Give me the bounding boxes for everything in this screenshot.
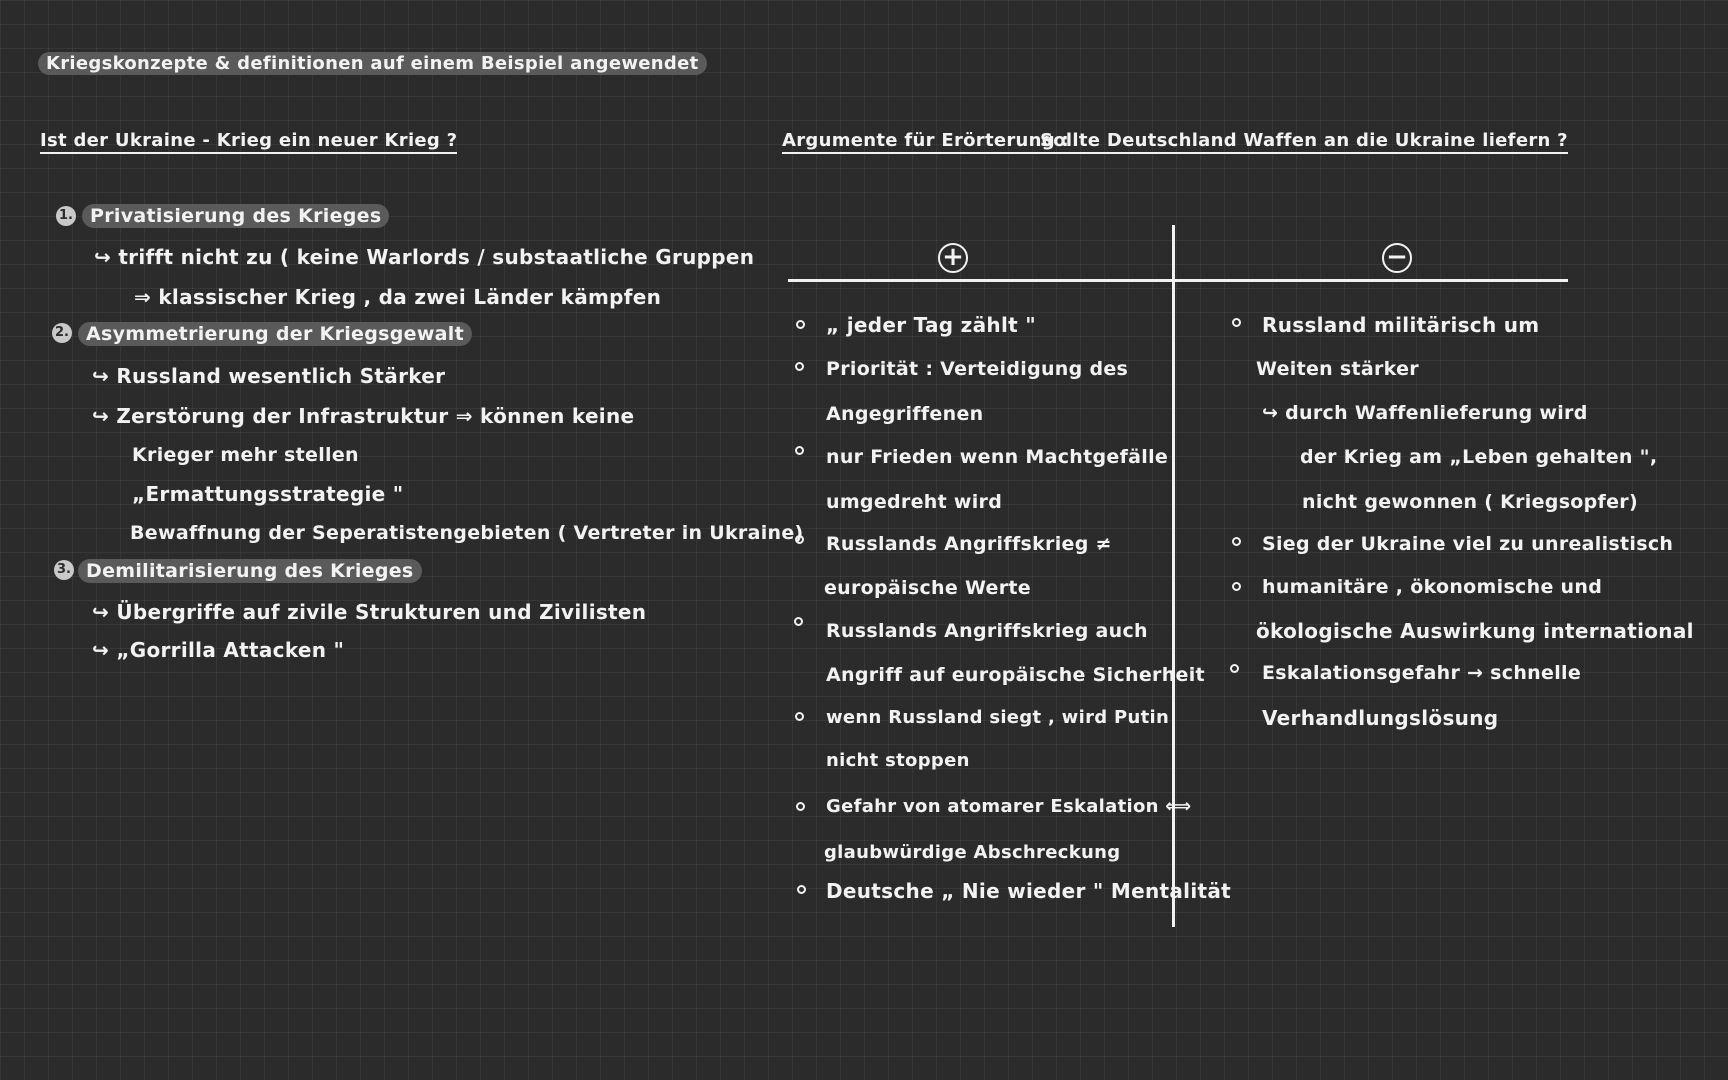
pro-bullet xyxy=(795,446,804,455)
pro-line: Russlands Angriffskrieg auch xyxy=(826,620,1148,642)
left-heading: Ist der Ukraine - Krieg ein neuer Krieg … xyxy=(40,130,458,154)
contra-line: ↪ durch Waffenlieferung wird xyxy=(1262,402,1588,424)
point-title-1: Privatisierung des Krieges xyxy=(82,204,390,228)
pro-line: nicht stoppen xyxy=(826,750,970,771)
note-line: Bewaffnung der Seperatistengebieten ( Ve… xyxy=(130,522,804,544)
contra-line: Weiten stärker xyxy=(1256,358,1419,380)
pro-bullet xyxy=(795,712,804,721)
point-number-3: 3. xyxy=(54,560,74,580)
note-line: „Ermattungsstrategie " xyxy=(132,482,404,506)
contra-line: der Krieg am „Leben gehalten ", xyxy=(1300,446,1658,468)
pro-bullet xyxy=(796,802,805,811)
contra-bullet xyxy=(1232,318,1241,327)
pro-line: Deutsche „ Nie wieder " Mentalität xyxy=(826,879,1231,903)
pro-line: Russlands Angriffskrieg ≠ xyxy=(826,533,1112,555)
note-line: Krieger mehr stellen xyxy=(132,444,359,466)
contra-line: Sieg der Ukraine viel zu unrealistisch xyxy=(1262,533,1674,555)
plus-icon: + xyxy=(938,243,968,273)
minus-icon: − xyxy=(1382,243,1412,273)
right-heading-prefix: Argumente für Erörterung : xyxy=(782,130,1070,154)
pro-bullet xyxy=(797,885,806,894)
point-title-3: Demilitarisierung des Krieges xyxy=(78,559,422,583)
contra-line: nicht gewonnen ( Kriegsopfer) xyxy=(1302,491,1638,513)
right-heading-question: Sollte Deutschland Waffen an die Ukraine… xyxy=(1040,130,1568,154)
contra-line: Russland militärisch um xyxy=(1262,313,1540,337)
pro-line: Angegriffenen xyxy=(826,403,984,425)
contra-bullet xyxy=(1230,664,1239,673)
pro-line: umgedreht wird xyxy=(826,491,1003,513)
pro-line: Gefahr von atomarer Eskalation ⟺ xyxy=(826,796,1192,817)
pro-line: Priorität : Verteidigung des xyxy=(826,358,1129,380)
contra-line: Eskalationsgefahr → schnelle xyxy=(1262,662,1582,684)
point-number-2: 2. xyxy=(52,323,72,343)
t-chart-horizontal-line xyxy=(788,279,1568,282)
contra-line: humanitäre , ökonomische und xyxy=(1262,576,1603,598)
note-line: ↪ „Gorrilla Attacken " xyxy=(92,638,345,662)
pro-bullet xyxy=(796,320,805,329)
note-line: ↪ trifft nicht zu ( keine Warlords / sub… xyxy=(94,245,755,269)
point-number-1: 1. xyxy=(56,206,76,226)
pro-line: europäische Werte xyxy=(824,577,1031,599)
pro-line: nur Frieden wenn Machtgefälle xyxy=(826,446,1169,468)
contra-line: ökologische Auswirkung international xyxy=(1256,619,1694,643)
note-line: ⇒ klassischer Krieg , da zwei Länder käm… xyxy=(134,285,662,309)
note-line: ↪ Übergriffe auf zivile Strukturen und Z… xyxy=(92,600,647,624)
point-title-2: Asymmetrierung der Kriegsgewalt xyxy=(78,322,472,346)
pro-line: wenn Russland siegt , wird Putin xyxy=(826,707,1170,728)
t-chart-vertical-line xyxy=(1172,225,1175,927)
contra-bullet xyxy=(1232,582,1241,591)
pro-bullet xyxy=(795,362,804,371)
note-line: ↪ Zerstörung der Infrastruktur ⇒ können … xyxy=(92,404,635,428)
pro-bullet xyxy=(795,535,804,544)
contra-line: Verhandlungslösung xyxy=(1262,706,1499,730)
page-title: Kriegskonzepte & definitionen auf einem … xyxy=(38,52,707,75)
pro-line: Angriff auf europäische Sicherheit xyxy=(826,664,1205,686)
contra-bullet xyxy=(1232,537,1241,546)
pro-line: glaubwürdige Abschreckung xyxy=(824,842,1121,863)
pro-bullet xyxy=(794,617,803,626)
note-line: ↪ Russland wesentlich Stärker xyxy=(92,364,446,388)
pro-line: „ jeder Tag zählt " xyxy=(826,313,1036,337)
